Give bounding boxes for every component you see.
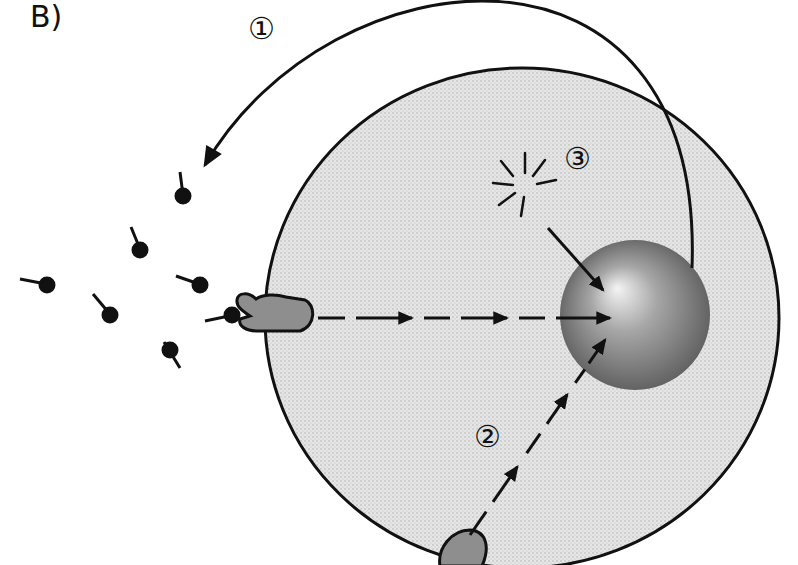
cell-membrane xyxy=(265,68,779,565)
callout-number: ② xyxy=(474,422,501,452)
receptor xyxy=(237,294,313,331)
secretion-arrow xyxy=(205,1,692,268)
callout-number: ① xyxy=(248,14,275,44)
stimulus-burst xyxy=(493,153,556,216)
signal-arrow xyxy=(470,340,605,535)
panel-label: B) xyxy=(30,2,62,32)
signal-arrow xyxy=(318,317,610,320)
callout-number: ③ xyxy=(564,144,591,174)
stimulus-arrow xyxy=(548,228,603,290)
nucleus xyxy=(560,240,710,390)
receptor xyxy=(440,530,487,565)
ligands xyxy=(20,172,239,368)
